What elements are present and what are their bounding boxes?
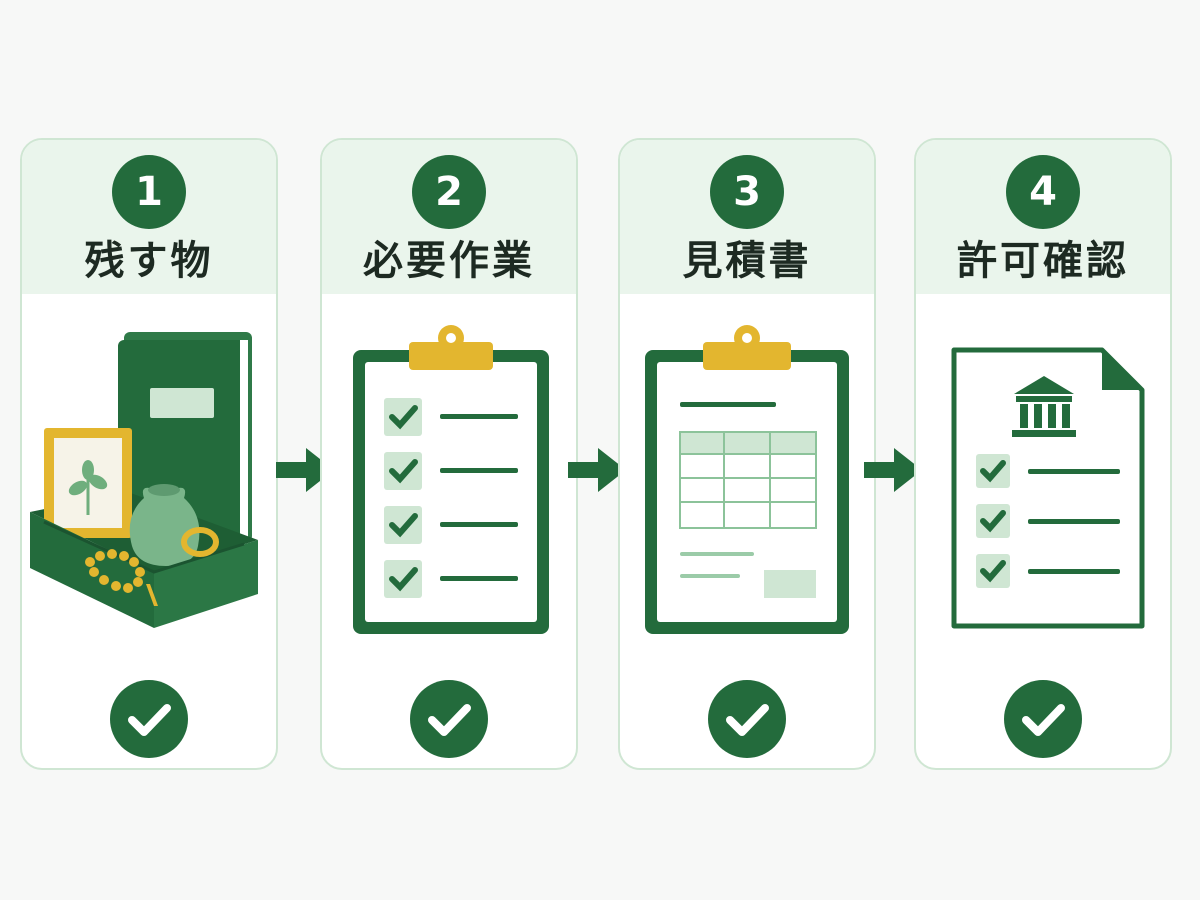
- step-number-badge: 1: [112, 155, 186, 229]
- step-card-4: 4 許可確認: [914, 138, 1172, 770]
- step-title: 必要作業: [363, 238, 535, 284]
- arrow-right-icon: [276, 448, 334, 492]
- step-number-badge: 3: [710, 155, 784, 229]
- permit-document-icon: [951, 347, 1145, 629]
- checklist-clipboard-icon: [353, 325, 549, 634]
- step-header: 3 見積書: [620, 140, 874, 294]
- arrow-right-icon: [864, 448, 922, 492]
- step-title: 残す物: [84, 238, 214, 284]
- keepsake-box-icon: [30, 332, 258, 628]
- step-card-2: 2 必要作業: [320, 138, 578, 770]
- step-title: 許可確認: [957, 238, 1129, 284]
- step-header: 4 許可確認: [916, 140, 1170, 294]
- step-card-3: 3 見積書: [618, 138, 876, 770]
- estimate-clipboard-icon: [645, 325, 849, 634]
- check-circle-icon: [1004, 680, 1082, 758]
- step-title: 見積書: [682, 238, 812, 284]
- step-card-1: 1 残す物: [20, 138, 278, 770]
- step-header: 1 残す物: [22, 140, 276, 294]
- step-number-badge: 2: [412, 155, 486, 229]
- check-circle-icon: [110, 680, 188, 758]
- step-number-badge: 4: [1006, 155, 1080, 229]
- check-circle-icon: [708, 680, 786, 758]
- check-circle-icon: [410, 680, 488, 758]
- arrow-right-icon: [568, 448, 626, 492]
- step-header: 2 必要作業: [322, 140, 576, 294]
